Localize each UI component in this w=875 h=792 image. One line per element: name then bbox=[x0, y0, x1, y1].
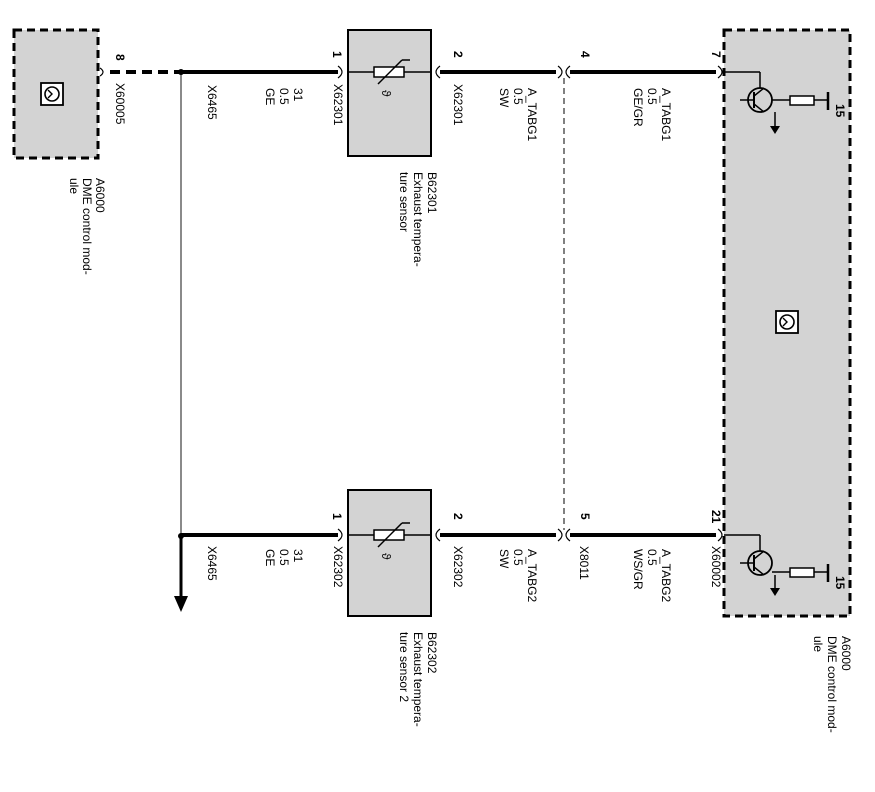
dme-small-name-line1: DME control mod- bbox=[80, 178, 94, 275]
thermistor-icon bbox=[348, 59, 431, 85]
sensor2-ground-wire-label-2: 0.5 bbox=[277, 549, 291, 566]
dme-small-ref: A6000 bbox=[93, 178, 107, 213]
dme-large-name-line2: ule bbox=[811, 636, 825, 652]
sensor1-ground-wire-label-2: 0.5 bbox=[277, 88, 291, 105]
connector-mark bbox=[717, 528, 723, 542]
sensor1-left-connector: X62301 bbox=[331, 84, 345, 126]
sensor1-signal-label-1: A_TABG1 bbox=[525, 88, 539, 141]
connector-mark bbox=[337, 65, 343, 79]
sensor2-name-line2: ture sensor 2 bbox=[397, 632, 411, 702]
connector-mark bbox=[557, 528, 563, 542]
ground-connector-top: X6465 bbox=[205, 85, 219, 120]
sensor2-ref: B62302 bbox=[425, 632, 439, 674]
connector-mark bbox=[557, 65, 563, 79]
sensor2-left-pin: 1 bbox=[330, 513, 344, 520]
harness-top-label-1: A_TABG1 bbox=[659, 88, 673, 141]
sensor1-name-line1: Exhaust tempera- bbox=[411, 172, 425, 267]
control-unit-icon bbox=[775, 310, 799, 334]
dme-large-top-pin: 7 bbox=[709, 51, 723, 58]
sensor1-signal-label-3: SW bbox=[497, 88, 511, 108]
dme-small-connector: X60005 bbox=[113, 83, 127, 125]
harness-bottom-pin: 5 bbox=[578, 513, 592, 520]
transistor-circuit-top bbox=[724, 71, 830, 134]
sensor2-ground-wire-label-3: GE bbox=[263, 549, 277, 566]
sensor1-ref: B62301 bbox=[425, 172, 439, 214]
theta-symbol: ϑ bbox=[379, 553, 393, 560]
sensor2-ground-wire-label-1: 31 bbox=[291, 549, 305, 563]
sensor1-right-connector: X62301 bbox=[451, 84, 465, 126]
dme-small-pin: 8 bbox=[113, 54, 127, 61]
theta-symbol: ϑ bbox=[379, 90, 393, 97]
sensor2-signal-label-3: SW bbox=[497, 549, 511, 569]
exhaust-temp-sensor-2: ϑ bbox=[347, 489, 432, 617]
sensor1-ground-wire-label-1: 31 bbox=[291, 88, 305, 102]
connector-mark bbox=[565, 528, 571, 542]
dme-large-name-line1: DME control mod- bbox=[825, 636, 839, 733]
dme-large-ref: A6000 bbox=[839, 636, 853, 671]
dme-module-small bbox=[12, 28, 100, 160]
sensor2-left-connector: X62302 bbox=[331, 546, 345, 588]
transistor-circuit-bottom bbox=[724, 534, 830, 596]
exhaust-temp-sensor-1: ϑ bbox=[347, 29, 432, 157]
sensor1-right-pin: 2 bbox=[451, 51, 465, 58]
sensor1-signal-label-2: 0.5 bbox=[511, 88, 525, 105]
sensor1-name-line2: ture sensor bbox=[397, 172, 411, 232]
harness-bottom-label-1: A_TABG2 bbox=[659, 549, 673, 602]
dme-module-large: 15 15 bbox=[722, 28, 852, 618]
harness-top-label-2: 0.5 bbox=[645, 88, 659, 105]
sensor2-name-line1: Exhaust tempera- bbox=[411, 632, 425, 727]
harness-bottom-connector: X8011 bbox=[577, 546, 591, 580]
connector-mark bbox=[565, 65, 571, 79]
dme-large-supply-bottom: 15 bbox=[833, 576, 847, 590]
connector-mark bbox=[99, 67, 104, 77]
dme-large-supply-top: 15 bbox=[833, 104, 847, 118]
arrow-down-icon bbox=[174, 596, 188, 612]
connector-mark bbox=[435, 65, 441, 79]
connector-mark bbox=[337, 528, 343, 542]
sensor2-signal-label-1: A_TABG2 bbox=[525, 549, 539, 602]
sensor2-signal-label-2: 0.5 bbox=[511, 549, 525, 566]
harness-top-pin: 4 bbox=[578, 51, 592, 58]
connector-mark bbox=[717, 65, 723, 79]
sensor2-right-connector: X62302 bbox=[451, 546, 465, 588]
sensor1-left-pin: 1 bbox=[330, 51, 344, 58]
sensor1-ground-wire-label-3: GE bbox=[263, 88, 277, 105]
control-unit-icon bbox=[40, 82, 64, 106]
connector-mark bbox=[435, 528, 441, 542]
dme-small-name-line2: ule bbox=[67, 178, 81, 194]
ground-connector-bottom: X6465 bbox=[205, 546, 219, 581]
sensor2-right-pin: 2 bbox=[451, 513, 465, 520]
dme-large-bottom-connector: X60002 bbox=[709, 546, 723, 588]
harness-bottom-label-3: WS/GR bbox=[631, 549, 645, 590]
harness-top-label-3: GE/GR bbox=[631, 88, 645, 127]
dme-large-bottom-pin: 21 bbox=[709, 510, 723, 524]
harness-bottom-label-2: 0.5 bbox=[645, 549, 659, 566]
thermistor-icon bbox=[348, 522, 431, 548]
